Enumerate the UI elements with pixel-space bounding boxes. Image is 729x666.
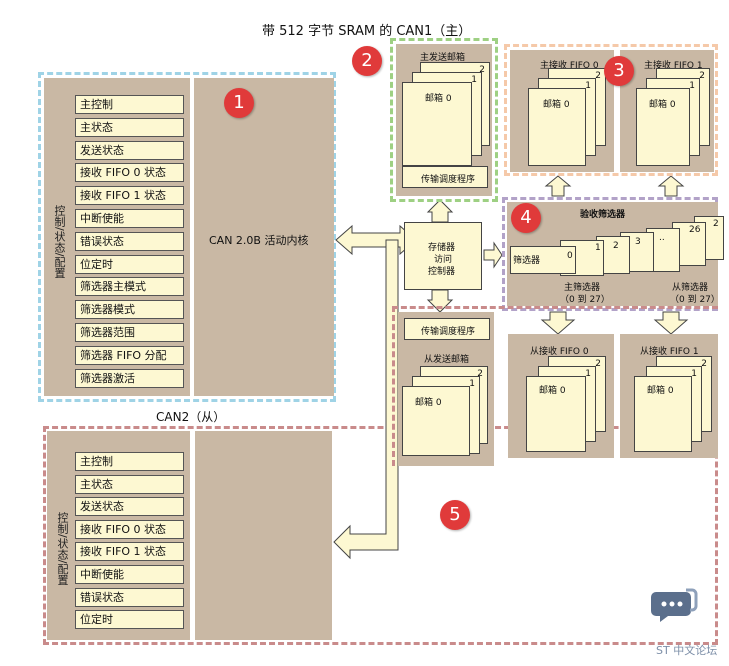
memory-controller-line2: 访问: [434, 255, 453, 265]
can2-register: 接收 FIFO 1 状态: [75, 542, 184, 562]
memory-controller: [404, 222, 482, 290]
can1-register: 错误状态: [75, 231, 184, 251]
master-tx-title: 主发送邮箱: [420, 53, 466, 63]
slave-fifo0-title: 从接收 FIFO 0: [530, 347, 589, 357]
master-fifo0-mailbox-0: 邮箱 0: [528, 88, 586, 166]
can1-register: 接收 FIFO 1 状态: [75, 186, 184, 206]
can1-register: 筛选器 FIFO 分配: [75, 345, 184, 365]
marker-5: 5: [440, 500, 470, 530]
slave-fifo0-mailbox-0: 邮箱 0: [526, 376, 586, 452]
slave-tx-region: [392, 306, 718, 466]
slave-tx-mailbox-0: 邮箱 0: [402, 386, 470, 456]
master-tx-mailbox-0: 邮箱 0: [402, 82, 472, 166]
can2-register: 主控制: [75, 452, 184, 471]
marker-2: 2: [352, 46, 382, 76]
can1-register: 主状态: [75, 117, 184, 137]
can2-register: 中断使能: [75, 565, 184, 584]
can1-side-label: 控制/状态/配置: [53, 205, 66, 279]
slave-filter-range: （0 到 27）: [670, 295, 720, 305]
can2-core-panel: [195, 431, 332, 640]
can2-register: 主状态: [75, 474, 184, 494]
can2-control-region: [43, 426, 718, 645]
slave-fifo1-title: 从接收 FIFO 1: [640, 347, 699, 357]
master-tx-region: [390, 38, 498, 202]
filter-slavefifo1-arrow: [653, 311, 689, 335]
can1-register: 筛选器主模式: [75, 277, 184, 297]
memory-mastertx-arrow: [426, 199, 454, 223]
can2-label: CAN2（从）: [156, 410, 226, 424]
marker-4: 4: [511, 203, 541, 233]
can1-register: 主控制: [75, 95, 184, 114]
master-filter-range: （0 到 27）: [560, 295, 610, 305]
chat-bubble-icon: [650, 588, 698, 622]
slave-tx-title: 从发送邮箱: [424, 355, 470, 365]
filter-title: 验收筛选器: [580, 210, 626, 220]
can1-register: 接收 FIFO 0 状态: [75, 163, 184, 183]
can1-core-panel: [194, 78, 334, 396]
master-fifo1-mailbox-0: 邮箱 0: [636, 88, 690, 166]
can1-control-region: [38, 72, 336, 402]
can1-register: 位定时: [75, 254, 184, 274]
can2-bus-arrow: [333, 239, 399, 560]
master-fifo0-title: 主接收 FIFO 0: [540, 61, 599, 71]
watermark-text: ST 中文论坛: [656, 644, 718, 657]
master-fifo-region: [504, 44, 718, 176]
can1-register: 中断使能: [75, 209, 184, 228]
marker-3: 3: [604, 56, 634, 86]
memory-controller-line3: 控制器: [428, 267, 456, 277]
diagram-title: 带 512 字节 SRAM 的 CAN1（主）: [262, 24, 472, 39]
slave-filter-label: 从筛选器: [672, 283, 709, 293]
can2-side-label: 控制/状态/配置: [56, 512, 69, 586]
memory-controller-line1: 存储器: [428, 243, 456, 253]
marker-1: 1: [224, 88, 254, 118]
can2-register: 发送状态: [75, 497, 184, 517]
memory-filter-arrow: [483, 241, 503, 269]
filter-slavefifo0-arrow: [540, 311, 576, 335]
can2-register: 错误状态: [75, 587, 184, 607]
filter-fifo1-arrow: [657, 175, 685, 197]
can2-register: 接收 FIFO 0 状态: [75, 519, 184, 539]
can1-register: 发送状态: [75, 140, 184, 160]
filter-fifo0-arrow: [544, 175, 572, 197]
can2-register: 位定时: [75, 610, 184, 630]
master-filter-label: 主筛选器: [564, 283, 601, 293]
slave-tx-scheduler: 传输调度程序: [404, 318, 490, 340]
can1-register: 筛选器模式: [75, 300, 184, 320]
master-fifo1-title: 主接收 FIFO 1: [644, 61, 703, 71]
master-tx-scheduler: 传输调度程序: [402, 166, 488, 188]
slave-fifo1-mailbox-0: 邮箱 0: [634, 376, 692, 452]
can1-register: 筛选器激活: [75, 368, 184, 388]
can-core-label: CAN 2.0B 活动内核: [209, 234, 309, 247]
can1-register: 筛选器范围: [75, 323, 184, 342]
